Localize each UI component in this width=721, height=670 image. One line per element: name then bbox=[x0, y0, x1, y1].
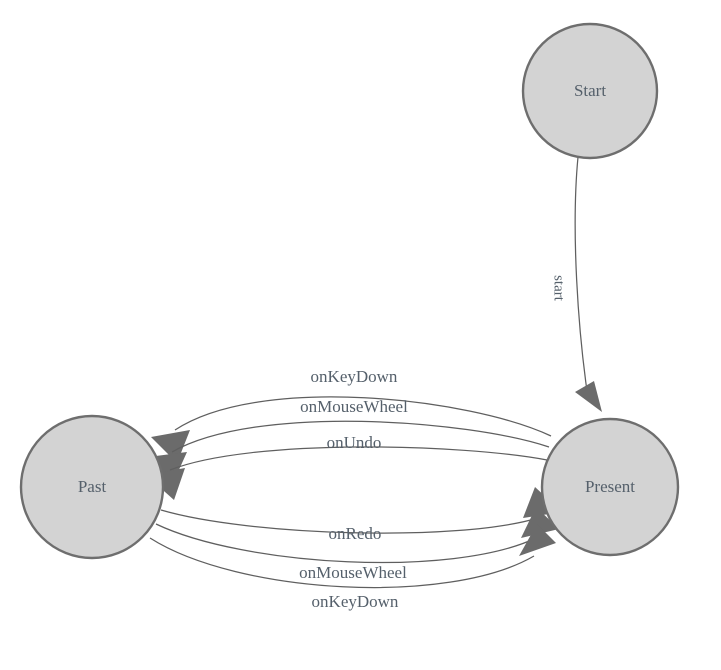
node-past-circle bbox=[19, 414, 165, 560]
node-present-circle bbox=[540, 417, 680, 557]
edge-past-to-present-onkeydown[interactable] bbox=[149, 524, 556, 589]
edge-path-present-past-1 bbox=[174, 396, 552, 437]
node-past[interactable]: Past bbox=[19, 414, 165, 560]
edge-present-to-past-onundo[interactable] bbox=[146, 446, 548, 500]
edge-path-past-present-3 bbox=[149, 537, 535, 589]
node-start-circle bbox=[521, 22, 659, 160]
node-present[interactable]: Present bbox=[540, 417, 680, 557]
edge-label-past-present-onredo: onRedo bbox=[329, 524, 382, 543]
edge-path-past-present-1 bbox=[160, 509, 539, 534]
edge-label-past-present-onkeydown: onKeyDown bbox=[312, 592, 399, 611]
edge-path-present-past-2 bbox=[171, 420, 550, 453]
arrowhead-into-present-3 bbox=[519, 524, 556, 556]
arrowhead-into-present-top bbox=[575, 381, 602, 412]
edge-past-to-present-onmousewheel[interactable] bbox=[155, 507, 559, 564]
edge-label-start: start bbox=[551, 275, 567, 302]
edge-path-present-past-3 bbox=[169, 446, 548, 471]
edge-label-past-present-onmousewheel: onMouseWheel bbox=[299, 563, 407, 582]
node-start[interactable]: Start bbox=[521, 22, 659, 160]
node-past-label: Past bbox=[78, 477, 107, 496]
edge-label-present-past-onmousewheel: onMouseWheel bbox=[300, 397, 408, 416]
edge-label-present-past-onkeydown: onKeyDown bbox=[311, 367, 398, 386]
edge-start-to-present[interactable] bbox=[574, 156, 602, 412]
node-present-label: Present bbox=[585, 477, 635, 496]
edge-label-present-past-onundo: onUndo bbox=[327, 433, 382, 452]
node-start-label: Start bbox=[574, 81, 606, 100]
arrowhead-into-present-2 bbox=[521, 507, 559, 538]
edge-path-start-present bbox=[574, 156, 589, 399]
edge-path-past-present-2 bbox=[155, 523, 537, 564]
